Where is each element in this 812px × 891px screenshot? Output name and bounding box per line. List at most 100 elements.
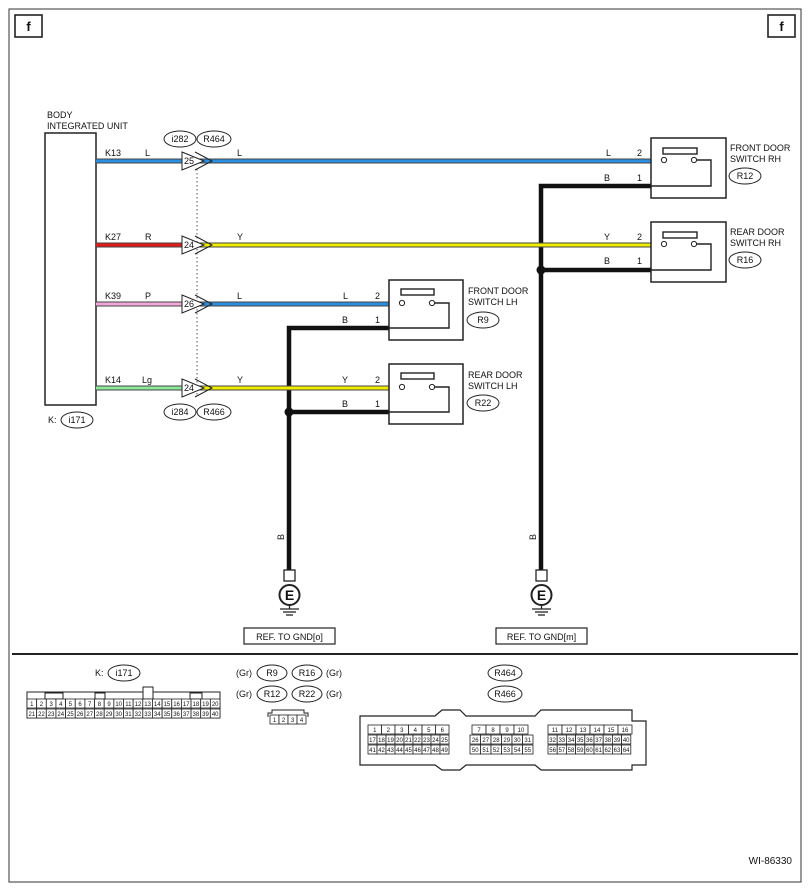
ground-wire-label: B	[528, 534, 538, 540]
switch-sig-pin: 2	[637, 148, 642, 158]
circuit-wire-k14: Lg	[142, 375, 152, 385]
connector-pin-number: 35	[577, 738, 584, 744]
joint-connector-chevron	[194, 151, 214, 171]
connector-pin-number: 17	[369, 738, 376, 744]
connector-pin-number: 24	[57, 712, 64, 718]
switch-internal-wire	[651, 159, 712, 187]
connector-pin-number: 30	[514, 738, 521, 744]
connector-pin-number: 36	[586, 738, 593, 744]
circuit-out-wire-k13: L	[237, 148, 242, 158]
connector-pin-number: 39	[202, 712, 209, 718]
connector-pin-cell	[209, 698, 221, 709]
connector-pin-number: 64	[623, 748, 630, 754]
ground-wiring	[286, 183, 651, 570]
connector-pin-number: 24	[432, 738, 439, 744]
switch-gnd-pin: 1	[637, 173, 642, 183]
connector-pin-number: 59	[577, 748, 584, 754]
connector-pin-number: 27	[86, 712, 93, 718]
joint-pin-k14: 24	[184, 383, 194, 393]
connector-pin-number: 58	[568, 748, 575, 754]
connector-pin-number: 23	[48, 712, 55, 718]
connector-pin-number: 11	[552, 728, 559, 734]
connector-pin-number: 34	[568, 738, 575, 744]
switch-sig-wire: Y	[604, 232, 610, 242]
switch-internal-wire	[389, 386, 450, 413]
splice-right	[536, 265, 546, 275]
connector-pin-number: 31	[125, 712, 132, 718]
lower-joint-right-id: R466	[203, 407, 225, 417]
connector-pin-number: 39	[614, 738, 621, 744]
switch-sig-wire: L	[343, 291, 348, 301]
switch-front-door-lh: L 2 B 1 FRONT DOOR SWITCH LH R9	[342, 279, 529, 341]
connector-pin-cell	[439, 744, 450, 755]
connector-pin-number: 12	[566, 728, 573, 734]
switch-internal-wire	[389, 302, 450, 329]
connector-pin-number: 8	[98, 702, 102, 708]
switch-actuator	[662, 147, 698, 155]
connector-pin-number: 3	[400, 728, 404, 734]
connector-pin-number: 9	[505, 728, 509, 734]
corner-mark-left-label: f	[26, 19, 31, 34]
switch-connector-id: R9	[477, 315, 489, 325]
body-integrated-unit: BODY INTEGRATED UNIT K: i171	[44, 110, 128, 429]
connector-pin-number: 25	[441, 738, 448, 744]
switch-name-line2: SWITCH RH	[730, 238, 781, 248]
connector-pin-number: 20	[212, 702, 219, 708]
connector-pin-number: 41	[369, 748, 376, 754]
lower-joint-left-id: i284	[171, 407, 188, 417]
ground-symbol-label: E	[285, 587, 294, 603]
connector-pin-number: 14	[154, 702, 161, 708]
connector-pin-number: 21	[405, 738, 412, 744]
ground-wire-left	[286, 325, 389, 570]
switch-box	[650, 221, 727, 283]
circuit-out-wire-k27: Y	[237, 232, 243, 242]
connector-pin-number: 40	[623, 738, 630, 744]
switch-name-line2: SWITCH LH	[468, 297, 518, 307]
circuit-row-k13: K13 L 25 L	[105, 148, 242, 171]
connector-pin-number: 31	[524, 738, 531, 744]
connector-pin-number: 40	[212, 712, 219, 718]
ground-wire-right	[538, 183, 651, 570]
small-connector-id: R22	[299, 689, 316, 699]
connector-pin-number: 1	[373, 728, 377, 734]
connector-pin-number: 4	[414, 728, 418, 734]
connector-pin-number: 5	[427, 728, 431, 734]
figure-id: WI-86330	[749, 856, 793, 867]
switch-front-door-rh: L 2 B 1 FRONT DOOR SWITCH RH R12	[604, 137, 791, 199]
small-connector-id: R9	[266, 668, 278, 678]
switch-name-line1: FRONT DOOR	[730, 143, 791, 153]
joint-connector-symbol	[181, 235, 206, 255]
switch-name-line2: SWITCH RH	[730, 154, 781, 164]
connector-pin-number: 20	[396, 738, 403, 744]
signal-wires	[96, 158, 651, 391]
ground-ref-label: REF. TO GND[o]	[256, 632, 323, 642]
switch-sig-pin: 2	[375, 291, 380, 301]
connector-pin-number: 62	[604, 748, 611, 754]
circuit-row-k27: K27 R 24 Y	[105, 232, 243, 255]
circuit-wire-k13: L	[145, 148, 150, 158]
connector-pin-number: 47	[423, 748, 430, 754]
connector-pin-number: 4	[300, 718, 304, 724]
connector-pin-number: 13	[144, 702, 151, 708]
connector-pin-number: 49	[441, 748, 448, 754]
joint-connector-symbol	[181, 378, 206, 398]
connector-pin-number: 22	[414, 738, 421, 744]
switch-gnd-wire: B	[604, 256, 610, 266]
connector-pin-number: 2	[282, 718, 286, 724]
body-unit-title-line1: BODY	[47, 110, 73, 120]
switch-gnd-wire: B	[342, 399, 348, 409]
large-connector-id: R466	[494, 689, 516, 699]
body-unit-connector-prefix: K:	[48, 415, 57, 425]
switch-rear-door-lh: Y 2 B 1 REAR DOOR SWITCH LH R22	[342, 363, 523, 425]
connector-pin-number: 54	[514, 748, 521, 754]
switch-sig-pin: 2	[375, 375, 380, 385]
connector-pin-number: 8	[491, 728, 495, 734]
body-unit-box	[44, 132, 97, 406]
connector-pin-number: 2	[387, 728, 391, 734]
switch-connector-id: R22	[475, 398, 492, 408]
page-frame	[8, 8, 802, 883]
small-connector-id: R16	[299, 668, 316, 678]
switch-connector-id: R16	[737, 255, 754, 265]
connector-pin-number: 28	[96, 712, 103, 718]
connector-pin-number: 16	[173, 702, 180, 708]
